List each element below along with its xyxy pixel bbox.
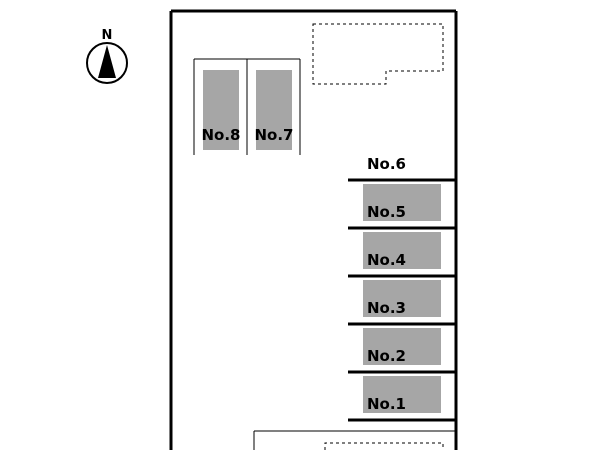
bottom-structure <box>253 430 456 450</box>
north-label: N <box>102 28 113 43</box>
building-outline-top <box>312 23 444 85</box>
parking-space-no2 <box>363 328 441 365</box>
lot-boundary <box>169 9 458 450</box>
parking-space-no7 <box>256 70 292 150</box>
space-label-no3: No.3 <box>367 299 406 317</box>
space-label-no6: No.6 <box>367 155 406 173</box>
space-label-no5: No.5 <box>367 203 406 221</box>
parking-space-no8 <box>203 70 239 150</box>
spaces-right-lines <box>348 178 456 422</box>
space-label-no8: No.8 <box>202 126 241 144</box>
parking-space-no3 <box>363 280 441 317</box>
north-compass-icon: N <box>86 28 128 84</box>
spaces-left-group: No.8 No.7 <box>193 58 301 155</box>
parking-space-no5 <box>363 184 441 221</box>
parking-space-no4 <box>363 232 441 269</box>
space-label-no4: No.4 <box>367 251 406 269</box>
space-label-no1: No.1 <box>367 395 406 413</box>
space-label-no2: No.2 <box>367 347 406 365</box>
parking-space-no1 <box>363 376 441 413</box>
space-label-no7: No.7 <box>255 126 294 144</box>
